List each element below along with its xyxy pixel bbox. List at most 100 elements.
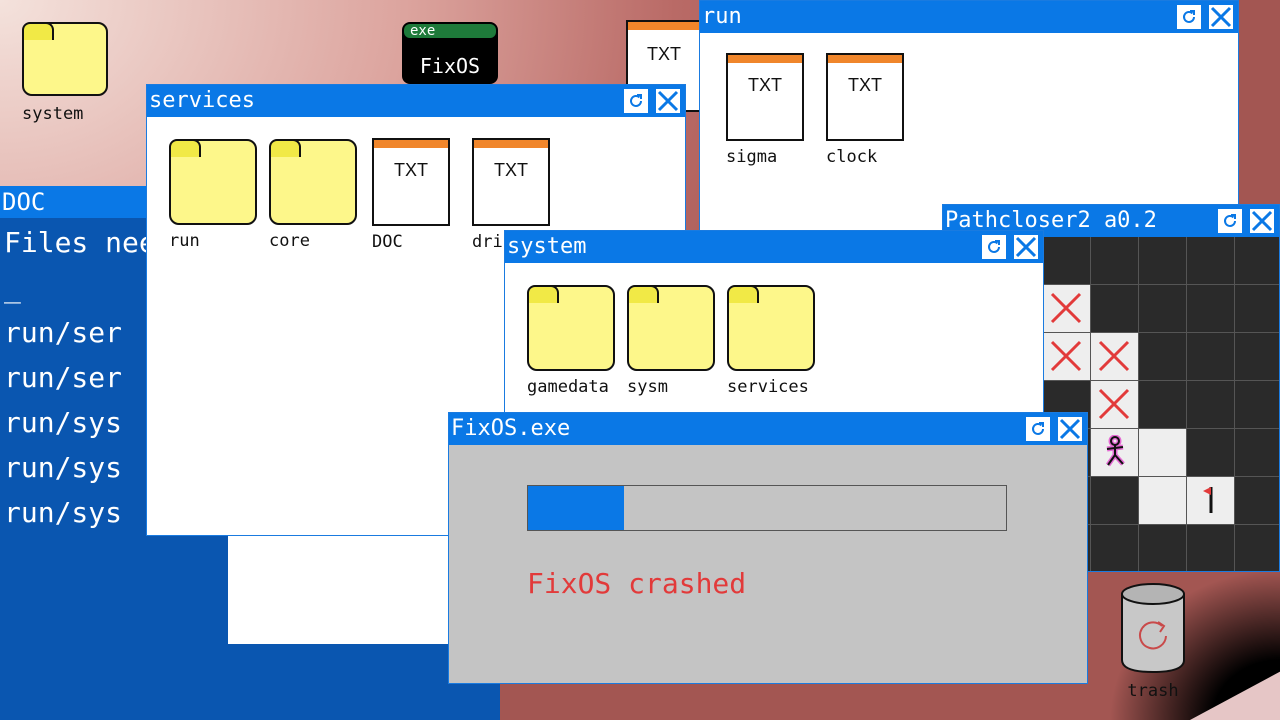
- txt-item-drir[interactable]: TXT drir: [472, 138, 550, 252]
- grid-cell-player[interactable]: [1091, 429, 1138, 476]
- fixos-label: FixOS: [419, 54, 481, 78]
- grid-cell[interactable]: [1187, 333, 1234, 380]
- run-title: run: [702, 4, 742, 29]
- item-label: drir: [472, 232, 513, 252]
- grid-cell[interactable]: [1235, 333, 1279, 380]
- refresh-button[interactable]: [1176, 4, 1202, 30]
- fixos-window[interactable]: FixOS.exe FixOS crashed: [448, 412, 1088, 684]
- grid-cell-open[interactable]: [1139, 429, 1186, 476]
- fixos-title: FixOS.exe: [451, 416, 571, 441]
- trash-can-icon: [1121, 583, 1185, 674]
- grid-cell[interactable]: [1187, 429, 1234, 476]
- grid-cell[interactable]: [1235, 477, 1279, 524]
- txt-file-icon: TXT: [826, 53, 904, 141]
- grid-cell[interactable]: [1091, 477, 1138, 524]
- close-button[interactable]: [1208, 4, 1234, 30]
- close-button[interactable]: [1057, 416, 1083, 442]
- folder-item-gamedata[interactable]: gamedata: [527, 285, 615, 397]
- refresh-button[interactable]: [981, 234, 1007, 260]
- txt-file-icon: TXT: [372, 138, 450, 226]
- item-label: sysm: [627, 377, 668, 397]
- desktop-fixos-exe[interactable]: exe FixOS: [402, 22, 498, 84]
- exe-badge: exe: [404, 24, 496, 38]
- grid-cell[interactable]: [1091, 525, 1138, 571]
- fixos-content: FixOS crashed: [449, 445, 1087, 683]
- grid-cell[interactable]: [1187, 525, 1234, 571]
- refresh-icon: [1183, 10, 1195, 23]
- grid-cell[interactable]: [1187, 237, 1234, 284]
- grid-cell[interactable]: [1235, 429, 1279, 476]
- run-titlebar[interactable]: run: [700, 1, 1238, 33]
- close-icon: [1059, 418, 1081, 440]
- txt-badge: TXT: [647, 44, 681, 64]
- folder-icon: [269, 139, 357, 225]
- grid-cell[interactable]: [1091, 237, 1138, 284]
- grid-cell[interactable]: [1235, 525, 1279, 571]
- system-window[interactable]: system gamedata sysm services: [504, 230, 1044, 430]
- folder-item-run[interactable]: run: [169, 139, 257, 251]
- grid-cell[interactable]: [1235, 285, 1279, 332]
- txt-badge: TXT: [494, 160, 528, 180]
- run-window[interactable]: run TXT sigma TXT clock: [699, 0, 1239, 232]
- grid-cell[interactable]: [1043, 237, 1090, 284]
- close-button[interactable]: [655, 88, 681, 114]
- grid-cell-goal[interactable]: [1187, 477, 1234, 524]
- system-title: system: [507, 234, 587, 259]
- refresh-icon: [630, 94, 642, 107]
- grid-cell-closed[interactable]: [1091, 381, 1138, 428]
- pathcloser-title: Pathcloser2 a0.2: [945, 208, 1157, 233]
- txt-badge: TXT: [848, 75, 882, 95]
- grid-cell[interactable]: [1139, 525, 1186, 571]
- close-icon: [1015, 236, 1037, 258]
- txt-badge: TXT: [748, 75, 782, 95]
- grid-cell[interactable]: [1139, 285, 1186, 332]
- grid-cell[interactable]: [1235, 237, 1279, 284]
- run-content: TXT sigma TXT clock: [700, 33, 1238, 231]
- txt-item-sigma[interactable]: TXT sigma: [726, 53, 804, 167]
- grid-cell[interactable]: [1187, 381, 1234, 428]
- refresh-button[interactable]: [623, 88, 649, 114]
- doc-line: run/sys: [4, 451, 123, 484]
- item-label: gamedata: [527, 377, 609, 397]
- doc-line: run/sys: [4, 496, 123, 529]
- player-stickman-icon: [1105, 435, 1125, 467]
- grid-cell-open[interactable]: [1139, 477, 1186, 524]
- folder-item-services[interactable]: services: [727, 285, 815, 397]
- close-button[interactable]: [1013, 234, 1039, 260]
- grid-cell[interactable]: [1139, 237, 1186, 284]
- grid-cell[interactable]: [1187, 285, 1234, 332]
- close-button[interactable]: [1249, 208, 1275, 234]
- grid-cell-closed[interactable]: [1091, 333, 1138, 380]
- refresh-button[interactable]: [1025, 416, 1051, 442]
- grid-cell-closed[interactable]: [1043, 333, 1090, 380]
- doc-line: Files nee: [4, 226, 156, 259]
- grid-cell[interactable]: [1091, 285, 1138, 332]
- system-titlebar[interactable]: system: [505, 231, 1043, 263]
- txt-item-doc[interactable]: TXT DOC: [372, 138, 450, 252]
- progress-bar: [527, 485, 1007, 531]
- services-content: run core TXT DOC TXT drir: [147, 117, 685, 535]
- fixos-titlebar[interactable]: FixOS.exe: [449, 413, 1087, 445]
- refresh-button[interactable]: [1217, 208, 1243, 234]
- txt-item-clock[interactable]: TXT clock: [826, 53, 904, 167]
- services-titlebar[interactable]: services: [147, 85, 685, 117]
- desktop-system-label: system: [22, 104, 84, 124]
- grid-cell[interactable]: [1139, 333, 1186, 380]
- grid-cell-closed[interactable]: [1043, 285, 1090, 332]
- folder-item-core[interactable]: core: [269, 139, 357, 251]
- grid-cell[interactable]: [1235, 381, 1279, 428]
- services-title: services: [149, 88, 255, 113]
- desktop-system-folder[interactable]: system: [22, 22, 108, 124]
- close-icon: [1210, 6, 1232, 28]
- folder-item-sysm[interactable]: sysm: [627, 285, 715, 397]
- doc-content: Files nee _ run/ser run/ser run/sys run/…: [0, 218, 500, 720]
- desktop-trash[interactable]: trash: [1118, 582, 1188, 701]
- grid-cell[interactable]: [1139, 381, 1186, 428]
- doc-line: run/ser: [4, 316, 123, 349]
- trash-label: trash: [1127, 681, 1179, 701]
- progress-fill: [528, 486, 624, 530]
- doc-line: run/ser: [4, 361, 123, 394]
- doc-title: DOC: [2, 188, 46, 216]
- txt-badge: TXT: [394, 160, 428, 180]
- item-label: clock: [826, 147, 878, 167]
